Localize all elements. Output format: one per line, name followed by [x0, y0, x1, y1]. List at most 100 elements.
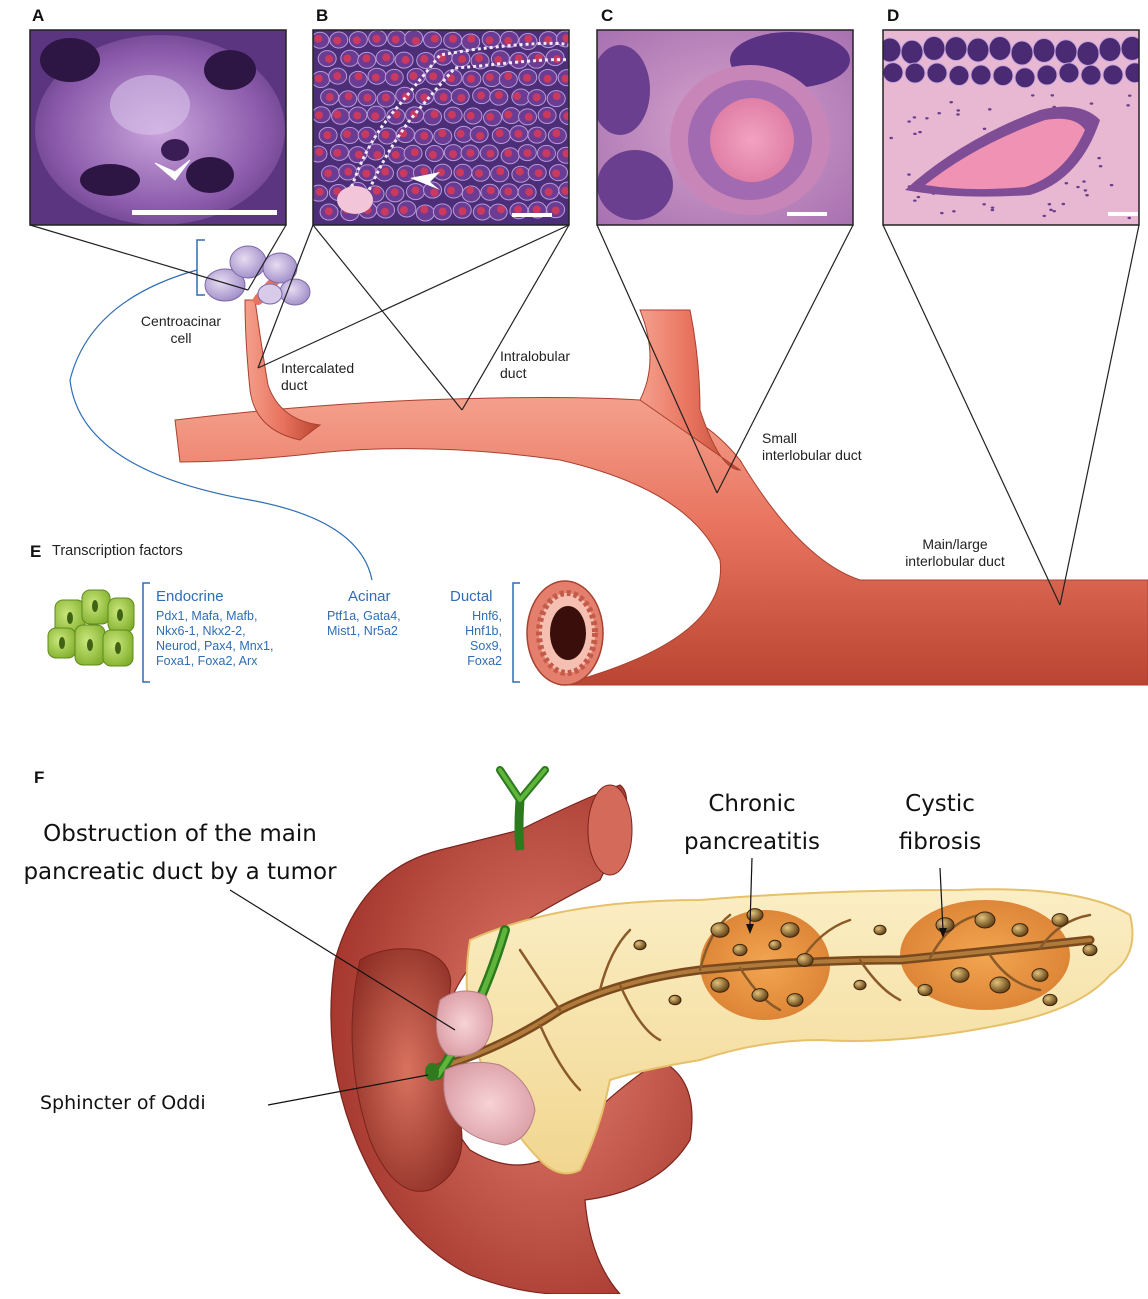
stromal-nucleus: [956, 109, 960, 111]
cyst: [990, 977, 1010, 993]
cell-nucleus: [343, 54, 351, 62]
cell-nucleus: [345, 92, 353, 100]
cell-nucleus: [524, 35, 532, 43]
cell-nucleus: [333, 37, 341, 45]
stromal-nucleus: [913, 116, 917, 118]
cell-nucleus: [363, 94, 371, 102]
panel-label-a: A: [32, 6, 44, 26]
cell-nucleus: [456, 168, 464, 176]
cell-nucleus: [420, 206, 428, 214]
stromal-nucleus: [1084, 189, 1088, 191]
cell-nucleus: [487, 186, 495, 194]
cell-nucleus: [431, 35, 439, 43]
cell-nucleus: [475, 54, 483, 62]
acinar-cell: [971, 65, 991, 85]
stromal-nucleus: [918, 131, 922, 133]
cell-nucleus: [400, 169, 408, 177]
cell-nucleus: [402, 56, 410, 64]
acinar-cell: [923, 36, 945, 60]
stromal-nucleus: [917, 196, 921, 198]
cell-nucleus: [344, 168, 352, 176]
cell-nucleus: [552, 129, 560, 137]
cell-nucleus: [514, 130, 522, 138]
cell-nucleus: [543, 110, 551, 118]
acinar-cell: [1033, 38, 1055, 62]
cell-nucleus: [504, 187, 512, 195]
endocrine-cells: [48, 590, 134, 666]
cell-nucleus: [552, 206, 560, 214]
acinar-cell: [905, 63, 925, 83]
cyst: [787, 994, 803, 1007]
cell-nucleus: [449, 35, 457, 43]
cell-nucleus: [362, 54, 370, 62]
endocrine-factor-list: Pdx1, Mafa, Mafb, Nkx6-1, Nkx2-2, Neurod…: [156, 609, 273, 669]
stromal-nucleus: [1052, 210, 1056, 212]
stromal-nucleus: [1065, 182, 1069, 184]
cell-nucleus: [477, 207, 485, 215]
cyst: [1043, 994, 1057, 1005]
cyst: [951, 968, 969, 982]
cyst: [874, 925, 886, 935]
cell-nucleus: [381, 208, 389, 216]
acinar-cell: [1077, 41, 1099, 65]
cell-nucleus: [420, 55, 428, 63]
cell-nucleus: [437, 168, 445, 176]
stromal-nucleus: [1085, 194, 1089, 196]
cell-nucleus: [412, 186, 420, 194]
cell-nucleus: [439, 207, 447, 215]
small-interlobular-duct-label: Smallinterlobular duct: [762, 430, 862, 464]
cell-nucleus: [382, 53, 390, 61]
obstruction-label: Obstruction of the mainpancreatic duct b…: [10, 815, 350, 891]
stromal-nucleus: [956, 113, 960, 115]
cell-nucleus: [392, 151, 400, 159]
stromal-nucleus: [937, 112, 941, 114]
cell-nucleus: [420, 93, 428, 101]
cell-nucleus: [466, 186, 474, 194]
cell-nucleus: [333, 110, 341, 118]
cell-nucleus: [314, 35, 322, 43]
cell-nucleus: [525, 113, 533, 121]
cell-nucleus: [391, 188, 399, 196]
cell-nucleus: [353, 112, 361, 120]
acinar-cell: [1037, 65, 1057, 85]
cell-nucleus: [523, 149, 531, 157]
stromal-nucleus: [991, 206, 995, 208]
endocrine-heading: Endocrine: [156, 588, 224, 606]
acinar-cell: [967, 38, 989, 62]
cell-nucleus: [563, 112, 571, 120]
cell-nucleus: [467, 112, 475, 120]
cell-nucleus: [544, 75, 552, 83]
cell-nucleus: [315, 111, 323, 119]
stromal-nucleus: [889, 137, 893, 139]
cell-nucleus: [504, 37, 512, 45]
cyst: [781, 923, 799, 937]
cell-nucleus: [504, 72, 512, 80]
cyst: [1083, 944, 1097, 955]
cell-nucleus: [373, 187, 381, 195]
cell-nucleus: [382, 93, 390, 101]
stromal-nucleus: [907, 120, 911, 122]
cyst: [1052, 914, 1068, 927]
cell-nucleus: [430, 189, 438, 197]
cell-nucleus: [486, 73, 494, 81]
cell-nucleus: [429, 72, 437, 80]
cell-nucleus: [371, 112, 379, 120]
stromal-nucleus: [1090, 102, 1094, 104]
stromal-nucleus: [949, 101, 953, 103]
histology-panel-b: [309, 30, 578, 225]
acinar-cell: [1099, 37, 1121, 61]
cell-nucleus: [553, 92, 561, 100]
cell-nucleus: [362, 170, 370, 178]
cell-nucleus: [477, 92, 485, 100]
acinar-cell: [1059, 63, 1079, 83]
stromal-nucleus: [913, 133, 917, 135]
cyst: [975, 912, 995, 928]
cell-nucleus: [533, 205, 541, 213]
cell-nucleus: [392, 35, 400, 43]
cell-nucleus: [361, 130, 369, 138]
cell-nucleus: [458, 207, 466, 215]
cell-nucleus: [485, 36, 493, 44]
